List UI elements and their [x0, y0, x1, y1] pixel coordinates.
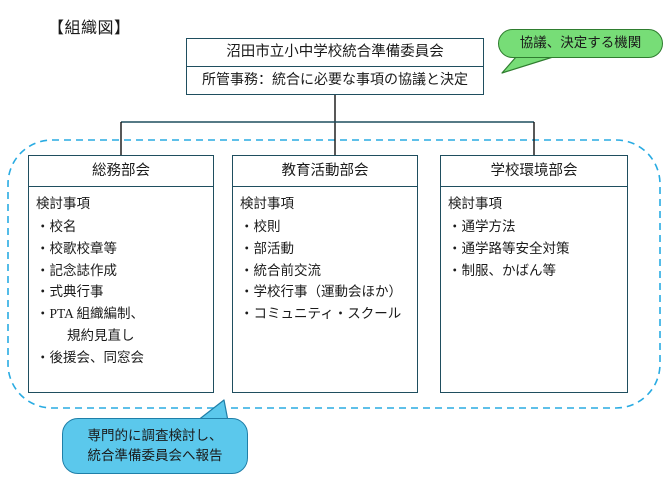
- department-heading: 検討事項: [36, 196, 90, 211]
- department-body: 検討事項 ・校則 ・部活動 ・統合前交流 ・学校行事（運動会ほか） ・コミュニテ…: [233, 187, 417, 325]
- department-box-general-affairs: 総務部会 検討事項 ・校名 ・校歌校章等 ・記念誌作成 ・式典行事 ・PTA 組…: [28, 155, 214, 393]
- department-box-educational-activities: 教育活動部会 検討事項 ・校則 ・部活動 ・統合前交流 ・学校行事（運動会ほか）…: [232, 155, 418, 393]
- callout-line-1: 専門的に調査検討し、: [87, 427, 223, 443]
- list-item: ・PTA 組織編制、 規約見直し: [36, 303, 207, 347]
- list-item: ・校名: [36, 218, 77, 234]
- green-callout-tail: [501, 56, 554, 74]
- list-item: ・後援会、同窓会: [36, 350, 144, 366]
- callout-decision-body: 協議、決定する機関: [498, 29, 663, 58]
- department-item-list: ・校則 ・部活動 ・統合前交流 ・学校行事（運動会ほか） ・コミュニティ・スクー…: [240, 216, 411, 325]
- department-item-list: ・校名 ・校歌校章等 ・記念誌作成 ・式典行事 ・PTA 組織編制、 規約見直し…: [36, 216, 207, 369]
- department-title: 学校環境部会: [441, 156, 627, 187]
- list-item: ・部活動: [240, 240, 294, 256]
- callout-line-2: 統合準備委員会へ報告: [87, 448, 223, 463]
- department-box-school-environment: 学校環境部会 検討事項 ・通学方法 ・通学路等安全対策 ・制服、かばん等: [440, 155, 628, 393]
- list-item: ・制服、かばん等: [448, 262, 556, 278]
- list-item-continuation: 規約見直し: [67, 328, 135, 344]
- list-item: ・通学路等安全対策: [448, 240, 570, 256]
- department-heading: 検討事項: [448, 196, 502, 211]
- department-body: 検討事項 ・通学方法 ・通学路等安全対策 ・制服、かばん等: [441, 187, 627, 281]
- list-item: ・統合前交流: [240, 262, 321, 278]
- department-body: 検討事項 ・校名 ・校歌校章等 ・記念誌作成 ・式典行事 ・PTA 組織編制、 …: [29, 187, 213, 369]
- department-title: 総務部会: [29, 156, 213, 187]
- department-item-list: ・通学方法 ・通学路等安全対策 ・制服、かばん等: [448, 216, 621, 282]
- page-title: 【組織図】: [48, 20, 131, 37]
- list-item: ・コミュニティ・スクール: [240, 306, 402, 322]
- list-item: ・通学方法: [448, 218, 516, 234]
- list-item: ・式典行事: [36, 284, 104, 300]
- committee-duties: 所管事務：統合に必要な事項の協議と決定: [202, 73, 468, 88]
- department-heading: 検討事項: [240, 196, 294, 211]
- department-title: 教育活動部会: [233, 156, 417, 187]
- list-item: ・校歌校章等: [36, 240, 117, 256]
- list-item: ・校則: [240, 218, 281, 234]
- committee-name: 沼田市立小中学校統合準備委員会: [187, 39, 483, 67]
- committee-box: 沼田市立小中学校統合準備委員会 所管事務：統合に必要な事項の協議と決定: [186, 38, 484, 95]
- list-item: ・記念誌作成: [36, 262, 117, 278]
- list-item: ・学校行事（運動会ほか）: [240, 284, 402, 300]
- callout-report-to-committee: 専門的に調査検討し、 統合準備委員会へ報告: [62, 418, 248, 474]
